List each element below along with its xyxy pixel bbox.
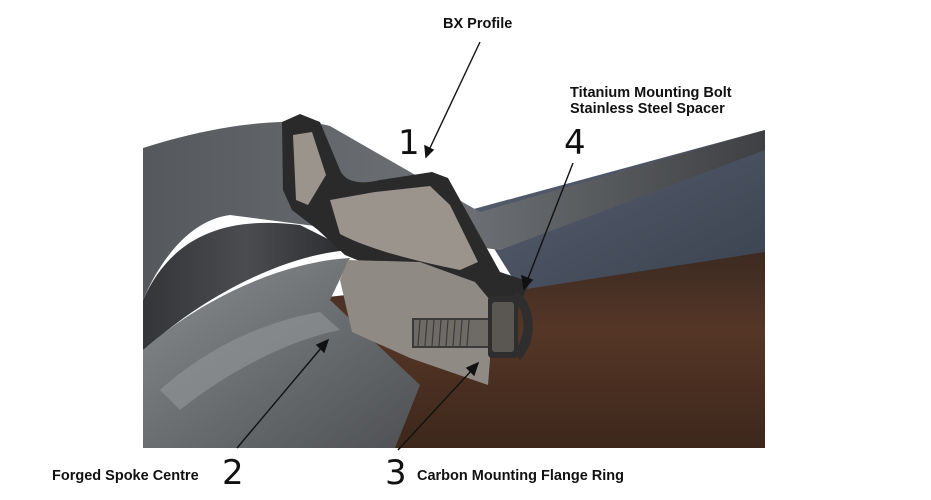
callout-4-label-line1: Titanium Mounting Bolt xyxy=(570,85,732,101)
callout-2-number: 2 xyxy=(222,453,244,493)
leader-lines xyxy=(236,41,574,451)
rim-profile-fill xyxy=(293,132,326,205)
callout-1-label: BX Profile xyxy=(443,16,513,32)
leader-line-3 xyxy=(397,369,473,451)
callout-4-number: 4 xyxy=(564,123,586,163)
callout-3-number: 3 xyxy=(385,453,407,493)
arrowhead-2 xyxy=(315,338,330,354)
inner-dark-band xyxy=(143,222,350,350)
arrowhead-1 xyxy=(424,144,435,159)
arrowhead-4 xyxy=(521,274,534,291)
mounting-bolt xyxy=(412,292,533,360)
leader-line-2 xyxy=(236,346,323,449)
leader-line-4 xyxy=(526,162,574,282)
cross-section xyxy=(282,114,533,385)
callout-1-number: 1 xyxy=(398,123,420,163)
callout-3-label: Carbon Mounting Flange Ring xyxy=(417,468,625,484)
callout-4-label-line2: Stainless Steel Spacer xyxy=(570,101,725,117)
arrowhead-3 xyxy=(465,361,480,377)
leader-line-1 xyxy=(428,41,481,151)
spoke-face xyxy=(143,258,420,448)
spoke-face-highlight xyxy=(160,312,340,410)
callout-2-label: Forged Spoke Centre xyxy=(52,468,199,484)
rim-profile-fill-main xyxy=(330,186,478,270)
